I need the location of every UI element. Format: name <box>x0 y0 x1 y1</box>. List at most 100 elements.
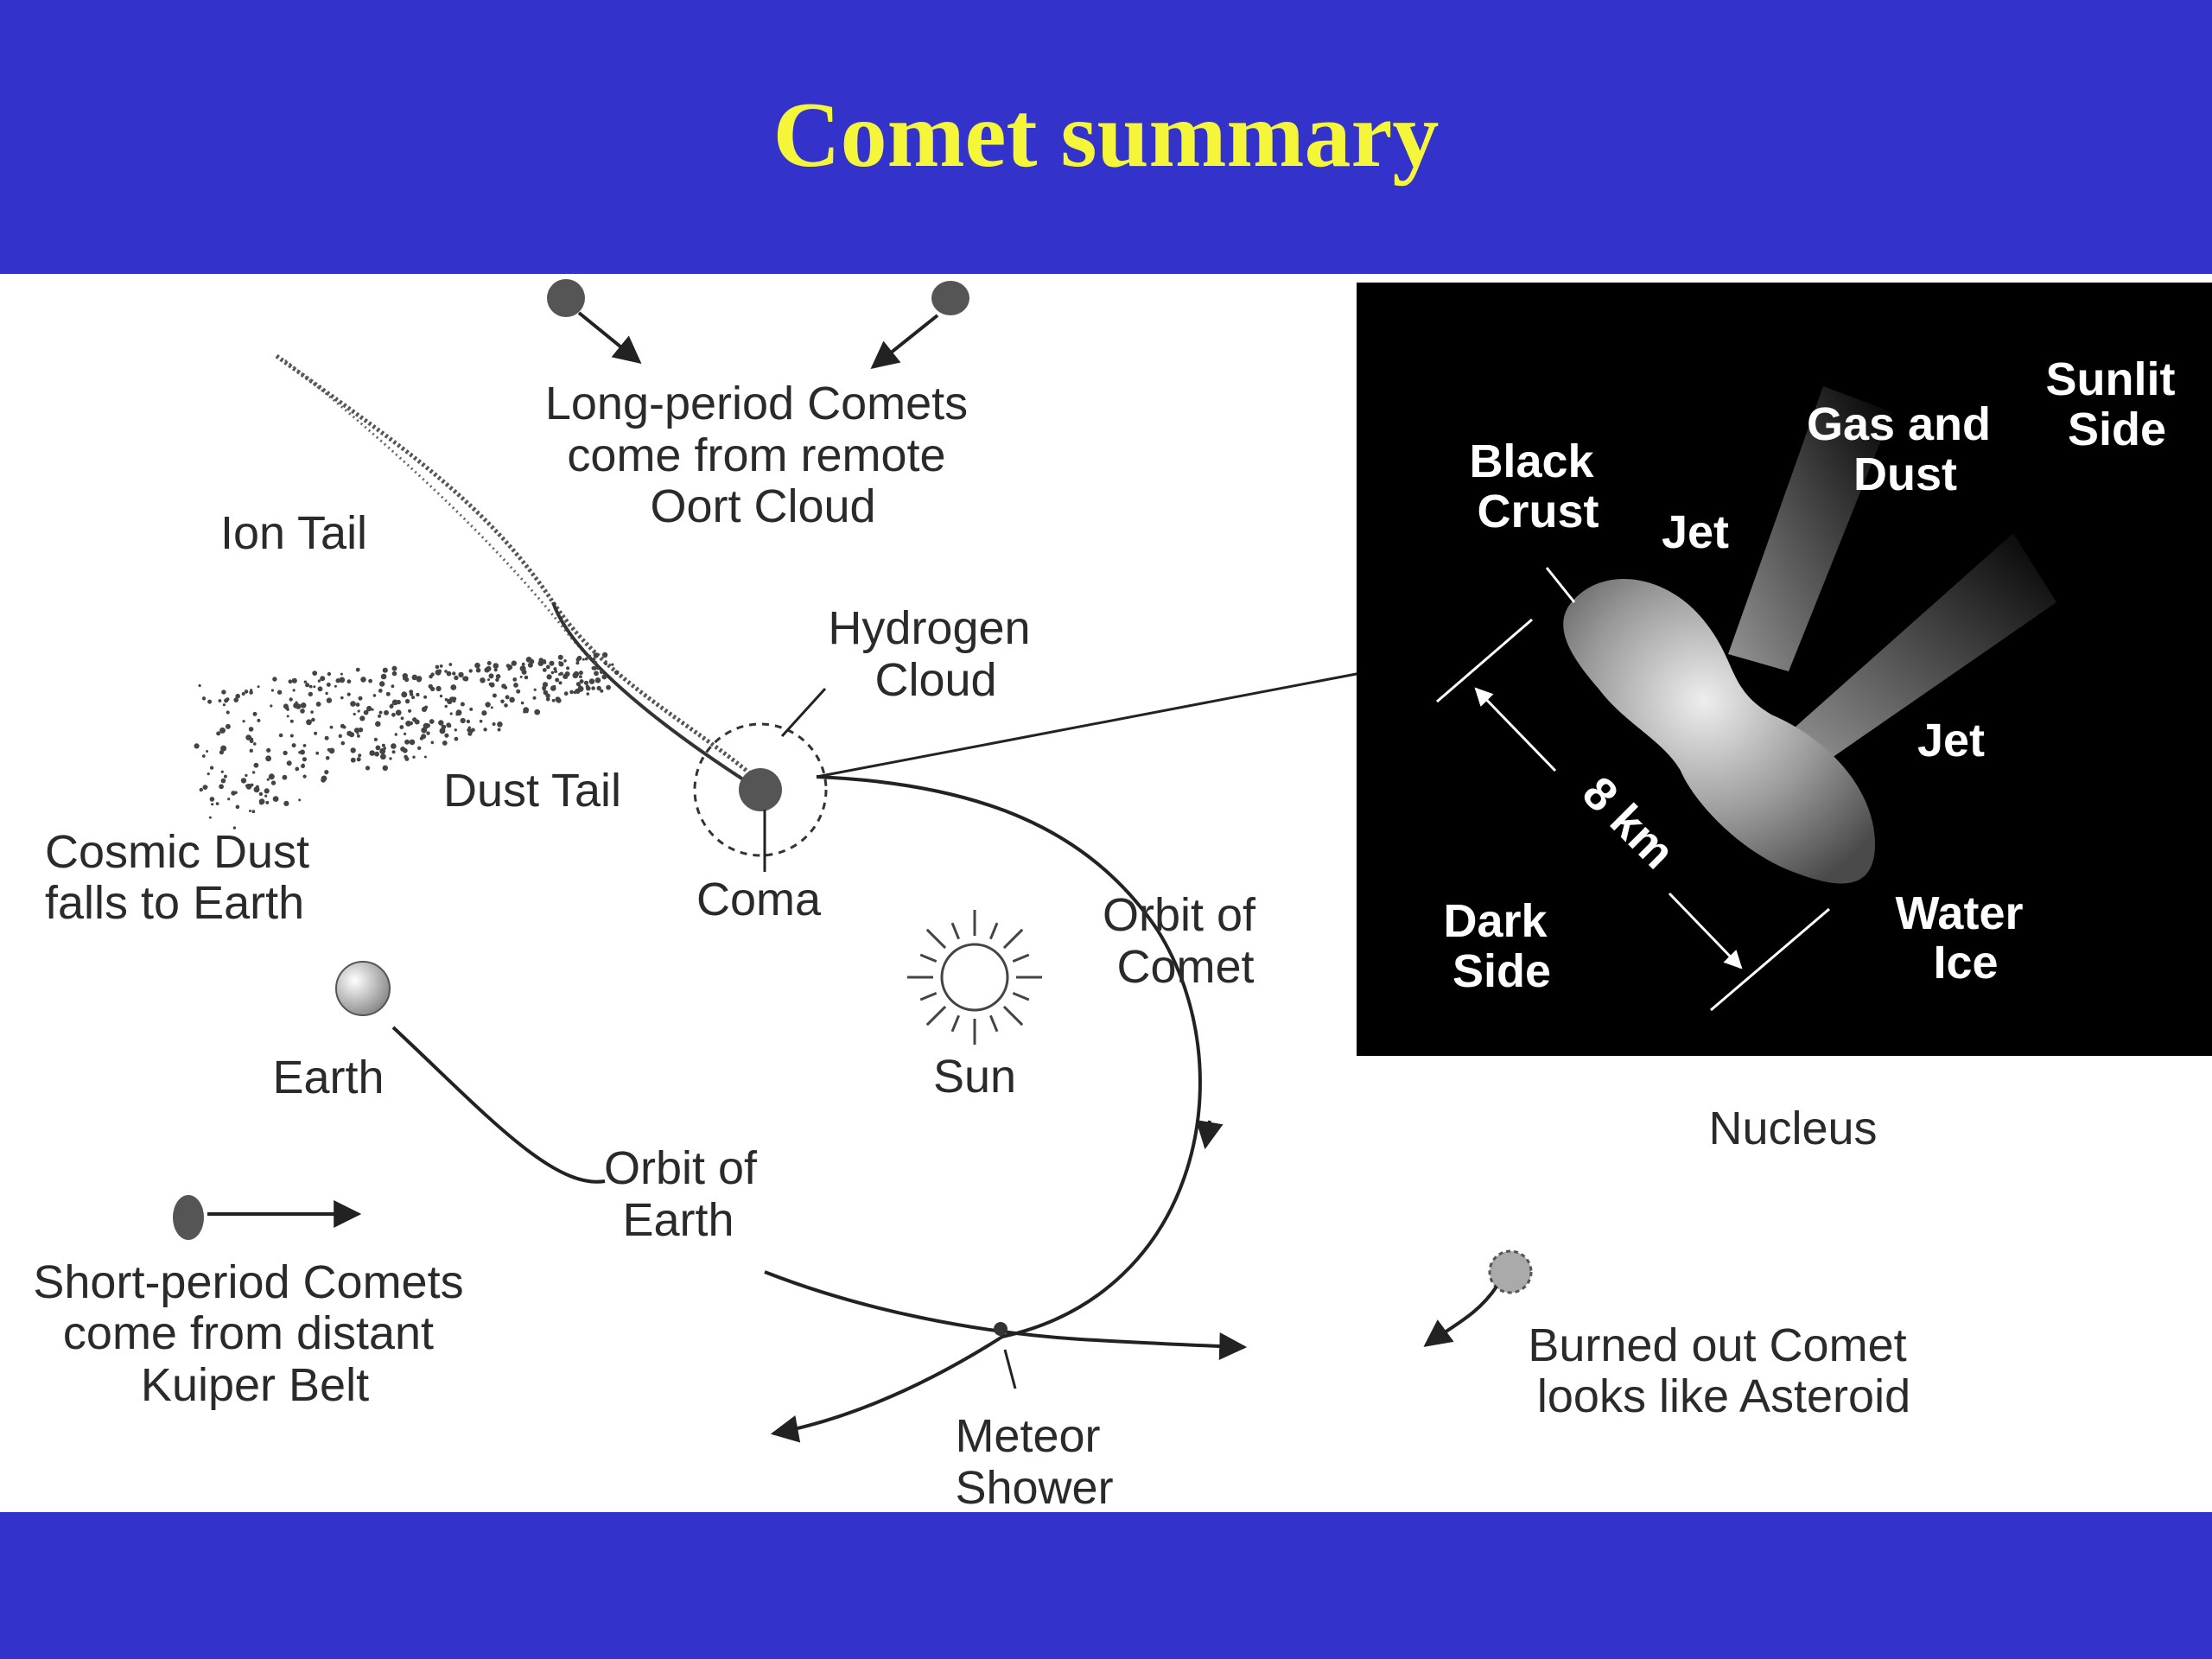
dust-particle <box>240 778 247 784</box>
dust-particle <box>216 731 221 736</box>
dust-particle <box>439 664 443 668</box>
dust-particle <box>211 803 214 806</box>
dust-particle <box>513 683 518 688</box>
dust-particle <box>219 784 224 790</box>
long-period-comet-icons <box>547 279 969 369</box>
dust-particle <box>391 665 397 671</box>
dust-particle <box>429 719 435 724</box>
dust-particle <box>391 712 396 717</box>
dust-particle <box>467 726 471 729</box>
dust-particle <box>578 671 583 676</box>
dust-particle <box>268 773 275 780</box>
dust-particle <box>423 695 428 699</box>
dust-particle <box>223 774 227 779</box>
dust-particle <box>512 677 518 682</box>
dust-particle <box>391 743 397 749</box>
dust-particle <box>272 677 277 682</box>
dust-particle <box>579 679 584 684</box>
meteor-shower-point <box>994 1322 1017 1389</box>
inset-pointer-line <box>816 671 1362 779</box>
dust-particle <box>390 703 394 707</box>
dust-particle <box>404 698 410 704</box>
dust-particle <box>339 677 346 683</box>
sun-ray <box>1002 1005 1024 1027</box>
dust-particle <box>340 672 343 676</box>
dust-particle <box>251 810 256 814</box>
dust-particle <box>313 685 316 689</box>
dust-particle <box>594 677 601 683</box>
dust-particle <box>593 652 599 658</box>
earth-icon <box>335 961 391 1016</box>
dust-particle <box>586 692 590 696</box>
dust-particle <box>421 706 428 712</box>
dust-particle <box>430 741 435 745</box>
dust-particle <box>563 659 567 663</box>
dust-particle <box>421 727 428 734</box>
dust-particle <box>312 671 318 676</box>
dust-particle <box>215 802 219 805</box>
dust-particle <box>258 791 264 797</box>
dust-particle <box>201 696 207 701</box>
dust-particle <box>329 725 334 729</box>
dust-particle <box>599 670 604 674</box>
dust-particle <box>208 816 212 819</box>
dust-particle <box>255 785 259 789</box>
dust-particle <box>411 696 416 700</box>
dust-particle <box>438 720 444 726</box>
hydrogen-cloud-circle <box>693 722 828 857</box>
dust-particle <box>444 670 448 673</box>
dust-particle <box>479 719 483 723</box>
dust-particle <box>379 747 386 754</box>
jet-top-label: Jet <box>1662 506 1729 558</box>
dust-particle <box>557 654 563 660</box>
dust-particle <box>469 707 474 711</box>
dust-particle <box>430 672 435 677</box>
dust-particle <box>579 675 582 679</box>
dust-particle <box>516 689 521 694</box>
sun-ray <box>950 922 960 940</box>
dust-particle <box>378 710 383 715</box>
comet-diagram: Long-period Comets come from remote Oort… <box>33 279 2212 1512</box>
dust-particle <box>546 674 552 680</box>
dust-particle <box>586 655 590 658</box>
orbit-of-comet-path <box>770 775 1202 1443</box>
dust-particle <box>317 686 323 692</box>
dust-particle <box>504 685 508 690</box>
dust-particle <box>600 689 604 693</box>
dust-particle <box>375 745 381 751</box>
short-period-label: Short-period Comets come from distant Ku… <box>33 1256 476 1411</box>
dust-particle <box>549 660 555 666</box>
dust-particle <box>368 678 372 683</box>
dust-particle <box>593 660 598 665</box>
dust-particle <box>295 766 300 772</box>
sun-label: Sun <box>933 1051 1016 1103</box>
dust-particle <box>545 697 550 702</box>
dust-particle <box>235 804 240 810</box>
dust-tail-label: Dust Tail <box>443 765 621 817</box>
dust-particle <box>302 757 307 762</box>
dust-particle <box>315 751 320 755</box>
dust-particle <box>487 678 490 682</box>
dust-particle <box>575 658 581 662</box>
dust-particle <box>394 733 397 736</box>
dust-particle <box>270 689 274 692</box>
dust-particle <box>523 707 530 714</box>
dust-particle <box>566 666 570 671</box>
dust-particle <box>291 677 297 683</box>
dust-particle <box>537 660 544 666</box>
dust-particle <box>292 689 296 692</box>
dust-particle <box>426 731 430 735</box>
dust-particle <box>225 723 231 729</box>
dust-particle <box>358 696 363 701</box>
dust-particle <box>532 696 537 700</box>
dust-particle <box>219 727 226 734</box>
dust-particle <box>209 766 214 770</box>
sun-ray <box>925 1005 947 1027</box>
dust-particle <box>454 736 459 741</box>
dust-tail-dots <box>194 652 620 830</box>
dust-particle <box>227 798 231 801</box>
dust-particle <box>358 727 364 733</box>
dust-particle <box>511 660 517 666</box>
dust-particle <box>542 659 547 664</box>
dust-particle <box>320 676 326 682</box>
